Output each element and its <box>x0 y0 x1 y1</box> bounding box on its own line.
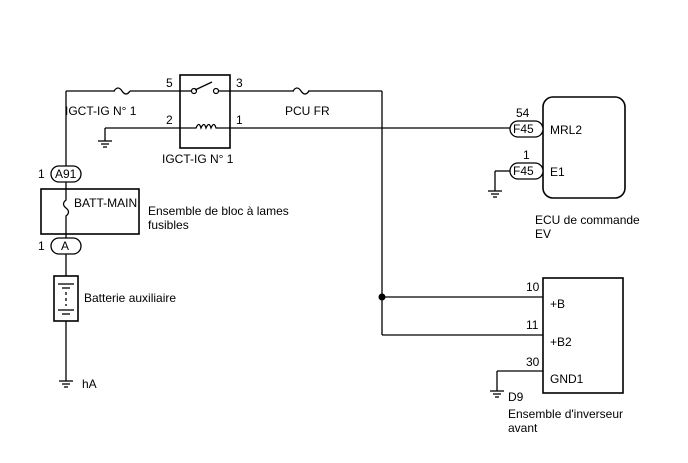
inverter-b-terminal: +B <box>550 297 565 311</box>
ground-battery-icon <box>59 380 73 388</box>
inverter-connector: D9 <box>508 390 524 404</box>
ecu-e1-pin: 1 <box>523 148 530 162</box>
fuse-pcu-fr-icon <box>292 87 310 95</box>
ground-relay-icon <box>98 140 112 148</box>
ecu-name-line2: EV <box>535 227 551 241</box>
relay-pin-5: 5 <box>166 76 173 90</box>
fuse-igct-ig-label: IGCT-IG N° 1 <box>65 104 137 118</box>
connector-a91-pin: 1 <box>38 167 45 181</box>
relay-pin-1: 1 <box>236 113 243 127</box>
relay-coil-icon <box>180 123 230 130</box>
battery-label: Batterie auxiliaire <box>84 291 176 305</box>
relay-pin-3: 3 <box>236 76 243 90</box>
ground-battery-label: hA <box>82 377 97 391</box>
connector-a-pin: 1 <box>38 239 45 253</box>
battery-icon <box>53 275 79 322</box>
ecu-mrl2-pin: 54 <box>516 106 530 120</box>
relay-label: IGCT-IG N° 1 <box>162 152 234 166</box>
ecu-e1-connector: F45 <box>513 164 534 178</box>
splice-point <box>378 293 386 301</box>
inverter-gnd-pin: 30 <box>526 355 540 369</box>
inverter-name-line2: avant <box>508 421 538 435</box>
connector-f45-mrl2 <box>509 120 544 138</box>
ecu-name-line1: ECU de commande <box>535 213 640 227</box>
inverter-b2-pin: 11 <box>526 318 539 332</box>
ground-inverter-icon <box>490 390 504 398</box>
fuse-block-name-line2: fusibles <box>148 218 189 232</box>
fuse-batt-main-icon <box>62 189 70 234</box>
inverter-box <box>542 277 624 394</box>
fuse-pcu-fr-label: PCU FR <box>285 104 330 118</box>
connector-a-label: A <box>61 239 69 253</box>
inverter-name-line1: Ensemble d'inverseur <box>508 407 623 421</box>
fuse-batt-main-label: BATT-MAIN <box>74 196 137 210</box>
ecu-box <box>542 96 626 199</box>
inverter-gnd-terminal: GND1 <box>550 372 584 386</box>
ecu-mrl2-connector: F45 <box>513 122 534 136</box>
relay-igct-ig <box>179 74 231 149</box>
inverter-b2-terminal: +B2 <box>550 335 572 349</box>
ecu-e1-terminal: E1 <box>550 165 565 179</box>
fuse-igct-ig-icon <box>113 87 131 95</box>
fuse-block-name-line1: Ensemble de bloc à lames <box>148 204 289 218</box>
connector-a91-label: A91 <box>55 167 77 181</box>
ground-ecu-icon <box>488 190 502 198</box>
relay-pin-2: 2 <box>166 113 173 127</box>
inverter-b-pin: 10 <box>526 280 540 294</box>
ecu-mrl2-terminal: MRL2 <box>550 123 582 137</box>
fuse-block-box <box>40 188 140 235</box>
